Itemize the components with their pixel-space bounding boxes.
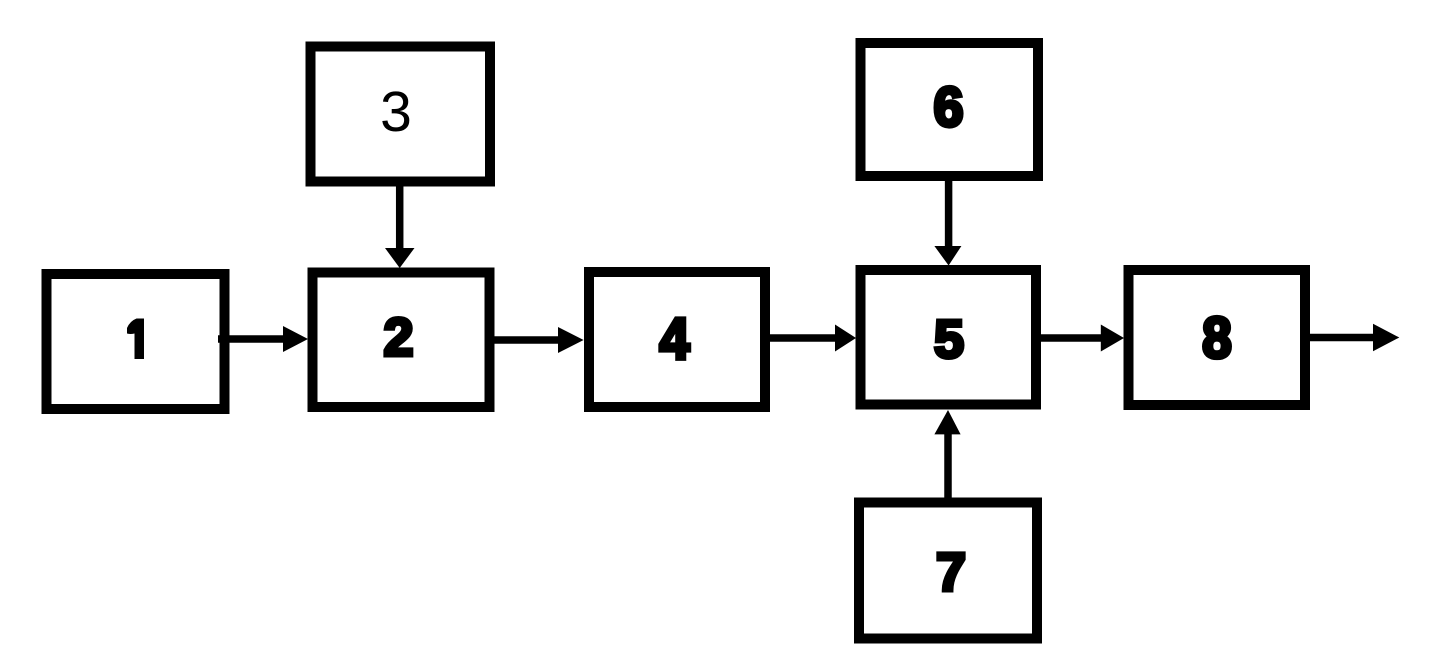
svg-text:8: 8 [1202, 305, 1231, 370]
svg-text:5: 5 [934, 310, 964, 370]
svg-text:6: 6 [933, 75, 963, 138]
svg-text:4: 4 [659, 306, 689, 371]
svg-text:2: 2 [383, 308, 413, 368]
svg-text:7: 7 [936, 543, 966, 603]
svg-text:3: 3 [380, 80, 412, 144]
